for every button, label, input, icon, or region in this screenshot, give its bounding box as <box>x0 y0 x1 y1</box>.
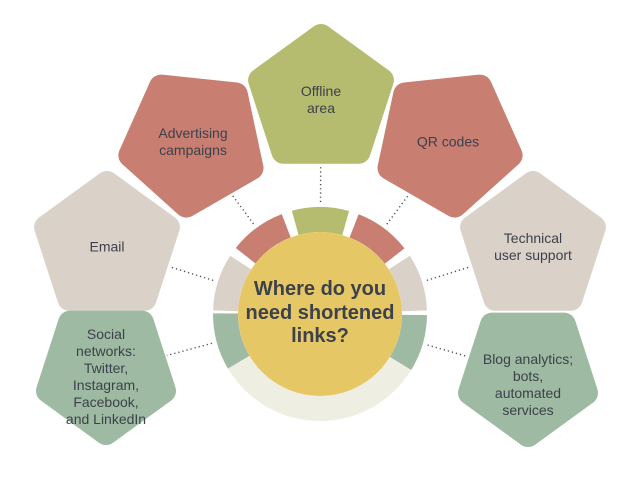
connector-blog-analytics <box>427 344 468 358</box>
ring-segment-blog-analytics <box>389 314 427 371</box>
connector-qr-codes <box>386 194 410 225</box>
pentagon-qr-codes <box>377 74 523 218</box>
ring-segment-technical-user-support <box>388 255 427 312</box>
ring-segment-email <box>213 255 252 312</box>
connector-social-networks <box>166 342 213 357</box>
pentagon-social-networks <box>36 310 176 445</box>
pentagon-offline-area <box>248 24 394 164</box>
pentagon-technical-user-support <box>460 171 606 311</box>
connector-technical-user-support <box>426 266 471 282</box>
connector-advertising-campaigns <box>231 194 255 225</box>
ring-segment-qr-codes <box>349 214 405 264</box>
pentagon-email <box>34 171 180 311</box>
ring-segment-advertising-campaigns <box>235 214 291 264</box>
ring-segment-offline-area <box>291 207 350 236</box>
ring-segment-filler <box>227 355 412 421</box>
ring-segment-social-networks <box>212 313 250 369</box>
pentagon-advertising-campaigns <box>118 74 264 218</box>
center-circle <box>238 232 402 396</box>
pentagon-blog-analytics <box>458 312 598 447</box>
connector-email <box>169 266 214 282</box>
